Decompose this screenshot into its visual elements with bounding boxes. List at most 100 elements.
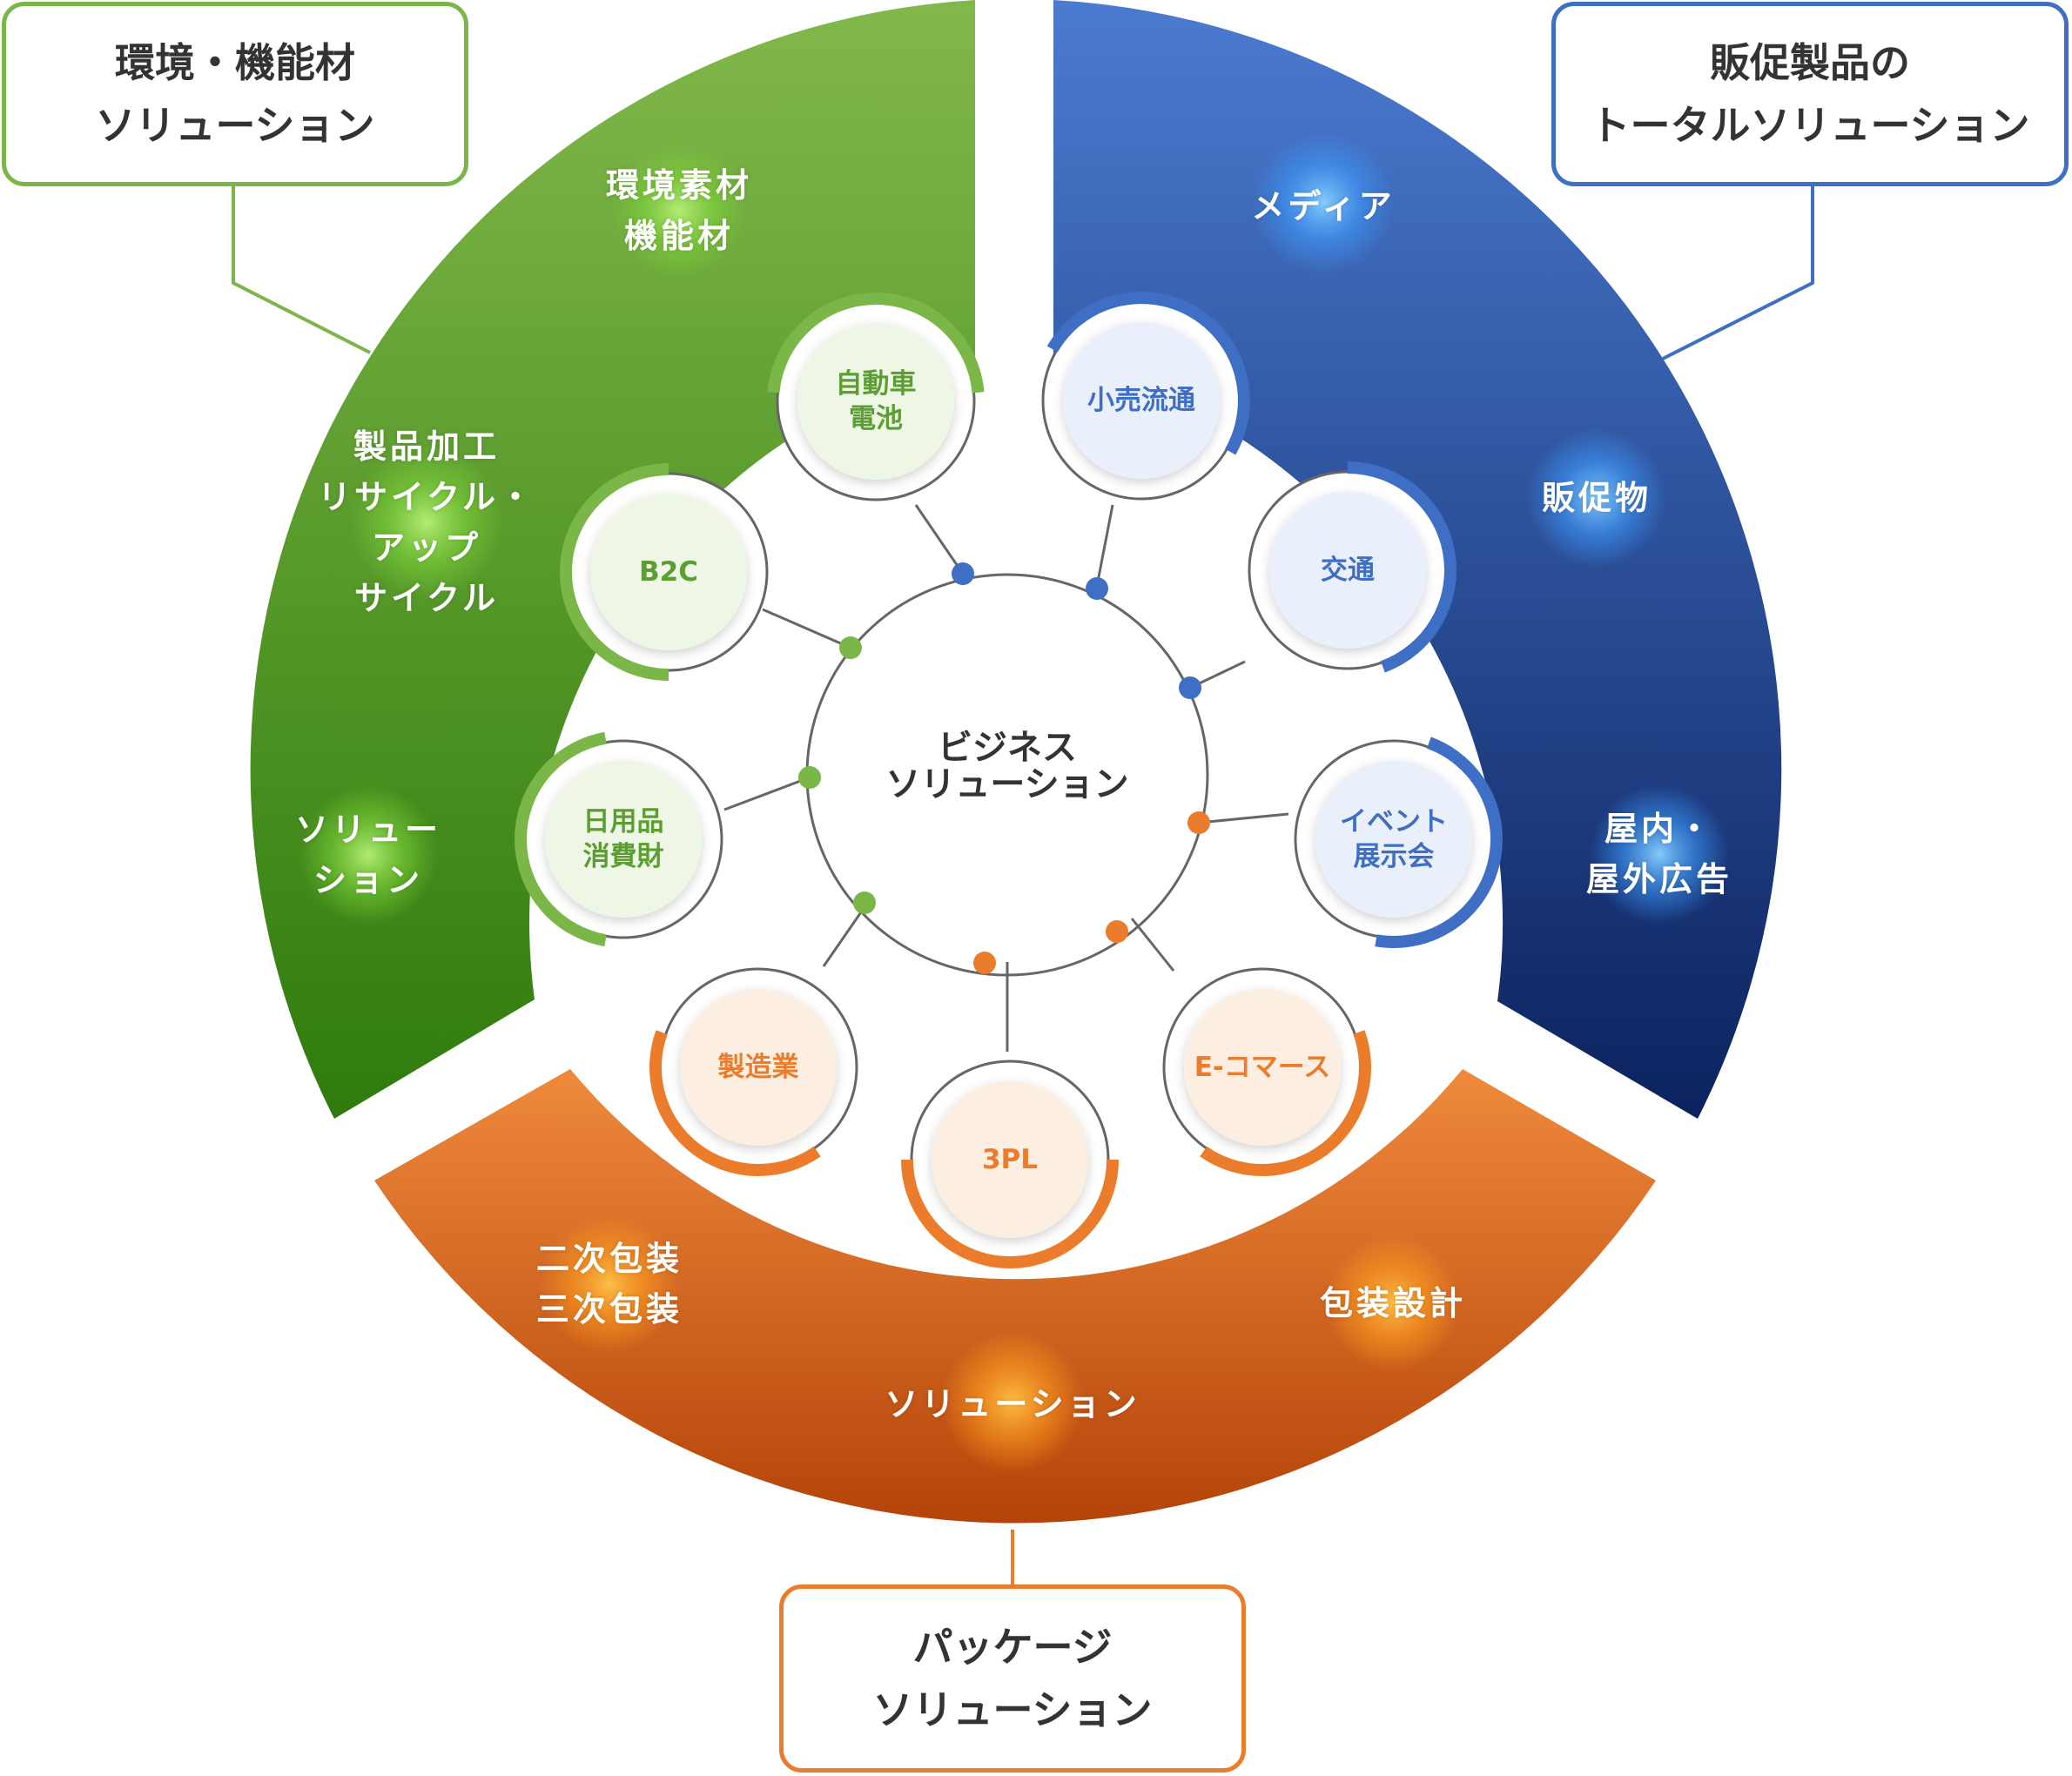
node-automotive-line2: 電池 xyxy=(849,403,903,434)
node-ecommerce-arc xyxy=(1200,1030,1371,1176)
node-threepl-disc xyxy=(932,1081,1088,1238)
callout-green-line2: ソリューション xyxy=(95,102,375,149)
green-label-materials-line2: 機能材 xyxy=(623,217,735,255)
orange-ring-segment xyxy=(374,1069,1656,1524)
node-b2c-arc xyxy=(560,463,669,681)
node-b2c xyxy=(560,463,769,681)
dot-events xyxy=(1187,811,1210,834)
node-manufacturing-arc xyxy=(649,1030,821,1176)
green-callout-connector xyxy=(232,185,371,354)
blue-label-promo: 販促物 xyxy=(1542,473,1652,523)
node-retail-disc xyxy=(1063,322,1220,479)
node-transport-line1: 交通 xyxy=(1321,555,1375,586)
green-label-processing-line4: サイクル xyxy=(353,579,500,617)
node-events-label: イベント 展示会 xyxy=(1340,804,1448,874)
orange-label-packaging-line2: 三次包装 xyxy=(535,1290,683,1329)
node-retail xyxy=(1041,292,1250,501)
node-events-line2: 展示会 xyxy=(1353,841,1435,872)
node-events-arc xyxy=(1375,737,1504,948)
node-ecommerce-line1: E-コマース xyxy=(1194,1052,1331,1083)
callout-orange-line1: パッケージ xyxy=(912,1624,1113,1671)
node-events xyxy=(1294,737,1504,948)
node-manufacturing-disc xyxy=(680,989,837,1146)
dot-ecommerce xyxy=(1106,920,1128,943)
dot-automotive xyxy=(952,562,974,585)
glow-orange-3 xyxy=(941,1330,1084,1473)
orange-label-packaging-line1: 二次包装 xyxy=(535,1240,683,1278)
glow-orange-2 xyxy=(1325,1235,1461,1371)
green-label-processing: 製品加工 リサイクル・ アップ サイクル xyxy=(318,421,535,623)
green-label-processing-line2: リサイクル・ xyxy=(317,478,536,516)
dot-retail xyxy=(1086,577,1108,600)
node-transport-label: 交通 xyxy=(1321,553,1375,588)
dot-b2c xyxy=(839,636,862,659)
node-threepl xyxy=(901,1060,1119,1268)
glow-green-3 xyxy=(299,785,438,925)
green-label-solution-line2: ション xyxy=(313,861,424,899)
dot-transport xyxy=(1179,676,1201,699)
node-ecommerce-label: E-コマース xyxy=(1194,1050,1331,1085)
node-b2c-label: B2C xyxy=(639,555,698,589)
glow-blue-2 xyxy=(1527,428,1666,568)
callout-orange: パッケージ ソリューション xyxy=(779,1584,1246,1773)
glow-blue-1 xyxy=(1252,131,1395,273)
dot-manufacturing xyxy=(853,891,876,914)
node-daily-disc xyxy=(545,761,702,918)
green-label-materials-line1: 環境素材 xyxy=(605,166,753,205)
node-automotive-line1: 自動車 xyxy=(835,368,917,400)
node-daily xyxy=(515,731,723,947)
dot-daily xyxy=(798,766,821,789)
node-automotive-arc xyxy=(767,293,985,394)
green-label-solution: ソリュー ション xyxy=(295,804,441,905)
node-transport xyxy=(1248,461,1456,673)
blue-label-advertising-line1: 屋内・ xyxy=(1604,810,1715,848)
callout-blue: 販促製品の トータルソリューション xyxy=(1551,2,2069,186)
green-label-solution-line1: ソリュー xyxy=(294,811,442,849)
node-ecommerce xyxy=(1162,967,1371,1176)
center-label: ビジネス ソリューション xyxy=(885,730,1128,803)
node-events-disc xyxy=(1315,761,1472,918)
node-automotive-disc xyxy=(797,323,954,480)
blue-label-media-text: メディア xyxy=(1251,187,1396,225)
node-retail-label: 小売流通 xyxy=(1087,383,1195,418)
callout-blue-line1: 販促製品の xyxy=(1710,39,1910,86)
glow-blue-3 xyxy=(1590,784,1729,924)
node-transport-disc xyxy=(1269,492,1426,649)
callout-green-line1: 環境・機能材 xyxy=(115,39,355,86)
orange-label-design: 包装設計 xyxy=(1320,1278,1466,1329)
orange-label-design-text: 包装設計 xyxy=(1319,1284,1467,1322)
blue-label-advertising: 屋内・ 屋外広告 xyxy=(1586,804,1732,905)
center-label-line1: ビジネス xyxy=(937,728,1077,768)
node-events-line1: イベント xyxy=(1340,806,1448,838)
blue-label-media: メディア xyxy=(1251,181,1395,232)
node-threepl-arc xyxy=(901,1159,1119,1268)
node-retail-arc xyxy=(1046,292,1250,455)
dot-threepl xyxy=(973,952,996,974)
orange-label-solution: ソリューション xyxy=(885,1379,1140,1430)
node-b2c-line1: B2C xyxy=(639,556,698,588)
orange-label-packaging: 二次包装 三次包装 xyxy=(536,1234,683,1335)
node-daily-line1: 日用品 xyxy=(582,806,664,838)
blue-label-advertising-line2: 屋外広告 xyxy=(1585,860,1733,898)
glow-green-1 xyxy=(611,143,747,279)
green-label-materials: 環境素材 機能材 xyxy=(606,160,752,261)
green-label-processing-line1: 製品加工 xyxy=(353,427,501,466)
node-manufacturing xyxy=(649,967,858,1176)
node-ecommerce-disc xyxy=(1184,989,1341,1146)
node-retail-line1: 小売流通 xyxy=(1087,385,1195,416)
node-manufacturing-line1: 製造業 xyxy=(717,1052,799,1083)
glow-green-2 xyxy=(350,446,503,599)
node-b2c-disc xyxy=(590,494,747,650)
node-daily-line2: 消費財 xyxy=(582,841,664,872)
spokes xyxy=(723,504,1289,1052)
callout-orange-line2: ソリューション xyxy=(872,1686,1153,1733)
blue-callout-connector xyxy=(1662,185,1814,360)
glow-orange-1 xyxy=(540,1214,679,1354)
orange-label-solution-text: ソリューション xyxy=(885,1385,1140,1423)
node-manufacturing-label: 製造業 xyxy=(718,1050,799,1085)
node-transport-arc xyxy=(1347,461,1456,673)
node-threepl-label: 3PL xyxy=(982,1142,1038,1177)
node-threepl-line1: 3PL xyxy=(981,1144,1039,1175)
node-daily-label: 日用品 消費財 xyxy=(583,804,664,874)
